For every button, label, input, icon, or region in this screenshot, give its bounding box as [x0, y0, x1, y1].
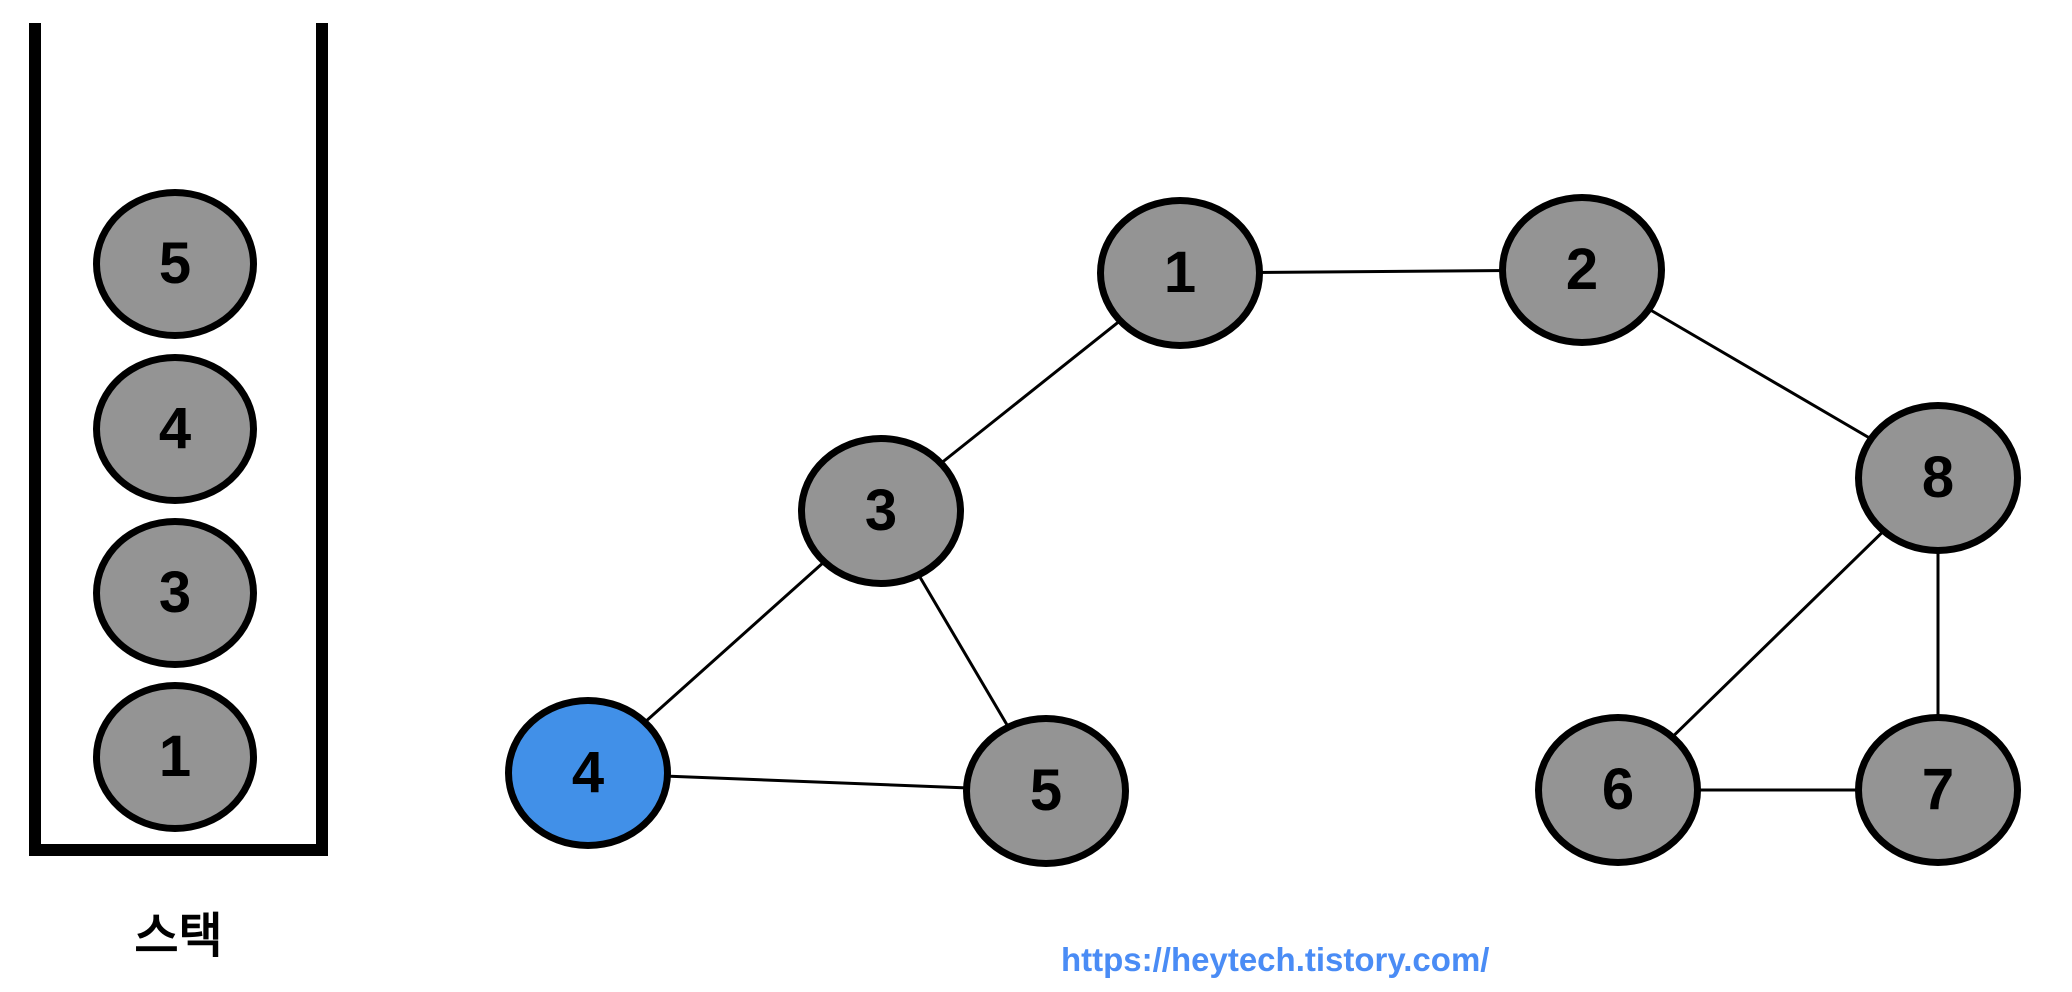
stack-label: 스택 — [134, 910, 223, 963]
node-label: 1 — [1163, 240, 1197, 305]
stack-item: 3 — [93, 518, 257, 668]
stack-item-label: 4 — [158, 396, 192, 461]
stack-item: 4 — [93, 354, 257, 504]
graph-node-8: 8 — [1855, 402, 2021, 554]
graph-node-5: 5 — [963, 715, 1129, 867]
node-label: 6 — [1601, 757, 1635, 822]
node-label: 4 — [571, 740, 605, 805]
stack-item: 5 — [93, 189, 257, 339]
graph-node-3: 3 — [798, 435, 964, 587]
node-label: 7 — [1921, 757, 1955, 822]
node-label: 2 — [1565, 237, 1599, 302]
node-label: 8 — [1921, 445, 1955, 510]
graph-node-1: 1 — [1097, 197, 1263, 349]
footer-url-link[interactable]: https://heytech.tistory.com/ — [1061, 941, 1490, 978]
stack-item-label: 1 — [158, 724, 192, 789]
stack-item-label: 5 — [158, 231, 192, 296]
stack-item-label: 3 — [158, 560, 192, 625]
graph-node-2: 2 — [1499, 194, 1665, 346]
node-label: 3 — [864, 478, 898, 543]
node-label: 5 — [1029, 758, 1063, 823]
graph-node-7: 7 — [1855, 714, 2021, 866]
graph-node-4-highlighted: 4 — [505, 697, 671, 849]
stack-container: 5 4 3 1 — [29, 23, 328, 856]
graph-node-6: 6 — [1535, 714, 1701, 866]
stack-item: 1 — [93, 682, 257, 832]
